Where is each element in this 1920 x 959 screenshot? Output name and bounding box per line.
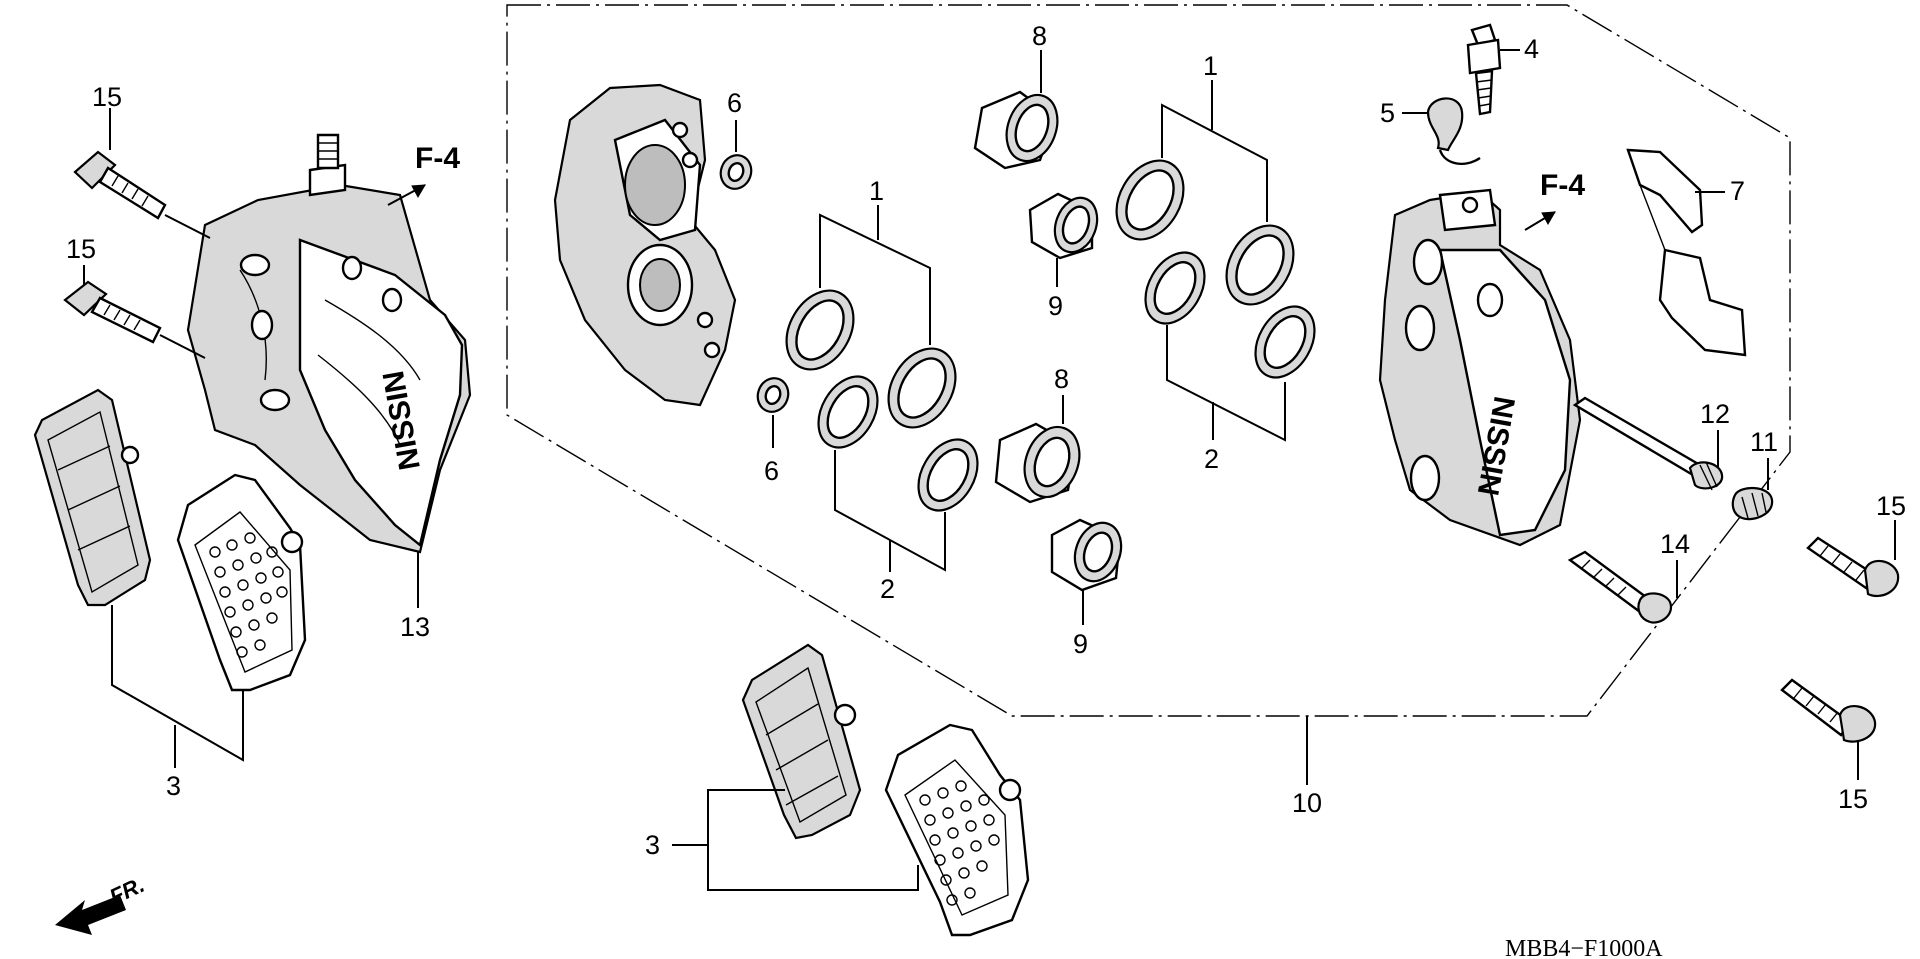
f4-arrow-icon-left (411, 184, 426, 199)
callout-8-upper: 8 (1032, 21, 1047, 51)
seal-set-left-1 (785, 289, 957, 429)
caliper-mounting-bolt-center (1567, 550, 1673, 624)
callout-3-left: 3 (166, 771, 181, 801)
callout-9-upper: 9 (1048, 291, 1063, 321)
callout-3-center: 3 (645, 830, 660, 860)
left-brake-pad-inner (176, 473, 307, 692)
center-pad-friction-dots (919, 780, 1000, 906)
piston-large-lower (994, 422, 1081, 504)
callout-14: 14 (1660, 529, 1690, 559)
callout-4: 4 (1524, 34, 1539, 64)
bolt-upper-left (73, 150, 167, 220)
f4-reference-left: F-4 (415, 142, 460, 175)
front-direction-arrow-icon (55, 895, 126, 935)
center-brake-pad-inner (884, 723, 1030, 937)
o-ring-lower (756, 377, 790, 413)
f4-reference-right: F-4 (1540, 169, 1585, 202)
outer-caliper-half: NISSIN (1378, 188, 1582, 547)
piston-small-upper (1028, 192, 1099, 260)
pad-pin (1572, 396, 1724, 491)
callout-15-mid-left: 15 (66, 234, 96, 264)
left-pad-friction-dots (209, 532, 288, 658)
left-caliper-body: NISSIN (186, 133, 472, 554)
callout-15-upper-left: 15 (92, 82, 122, 112)
left-brake-pad-outer (33, 388, 152, 607)
piston-large-upper (973, 90, 1059, 170)
callout-9-lower: 9 (1073, 629, 1088, 659)
caliper-assembly-boundary (506, 4, 1791, 785)
callout-15-lower-right: 15 (1838, 784, 1868, 814)
seal-set-right-2 (1144, 251, 1316, 379)
leader-lines (83, 49, 1896, 891)
callout-1-right: 1 (1203, 51, 1218, 81)
callout-6-lower: 6 (764, 456, 779, 486)
pad-spring (1626, 148, 1747, 357)
callout-8-lower: 8 (1054, 364, 1069, 394)
seal-set-right-1 (1115, 159, 1295, 306)
inner-caliper-half (553, 83, 737, 407)
bolt-lower-right (1780, 678, 1877, 743)
bleeder-cap (1426, 97, 1481, 166)
piston-small-lower (1050, 518, 1123, 592)
callout-2-right: 2 (1204, 444, 1219, 474)
o-ring-upper (719, 154, 753, 190)
callout-13: 13 (400, 612, 430, 642)
bolt-mid-left (63, 280, 162, 344)
bleeder-valve (1466, 23, 1502, 116)
diagram-code: MBB4−F1000A (1505, 936, 1663, 959)
callout-2-left: 2 (880, 574, 895, 604)
center-brake-pad-outer (741, 643, 862, 840)
callout-7: 7 (1730, 176, 1745, 206)
callout-12: 12 (1700, 399, 1730, 429)
seal-set-left-2 (817, 375, 979, 512)
callout-10: 10 (1292, 788, 1322, 818)
callout-1-left: 1 (869, 176, 884, 206)
f4-arrow-icon-right (1541, 211, 1556, 226)
callout-11: 11 (1750, 427, 1778, 457)
callout-15-upper-right: 15 (1876, 491, 1906, 521)
bolt-upper-right (1806, 536, 1900, 598)
pad-pin-plug (1731, 487, 1774, 521)
callout-6-upper: 6 (727, 88, 742, 118)
callout-5: 5 (1380, 98, 1395, 128)
